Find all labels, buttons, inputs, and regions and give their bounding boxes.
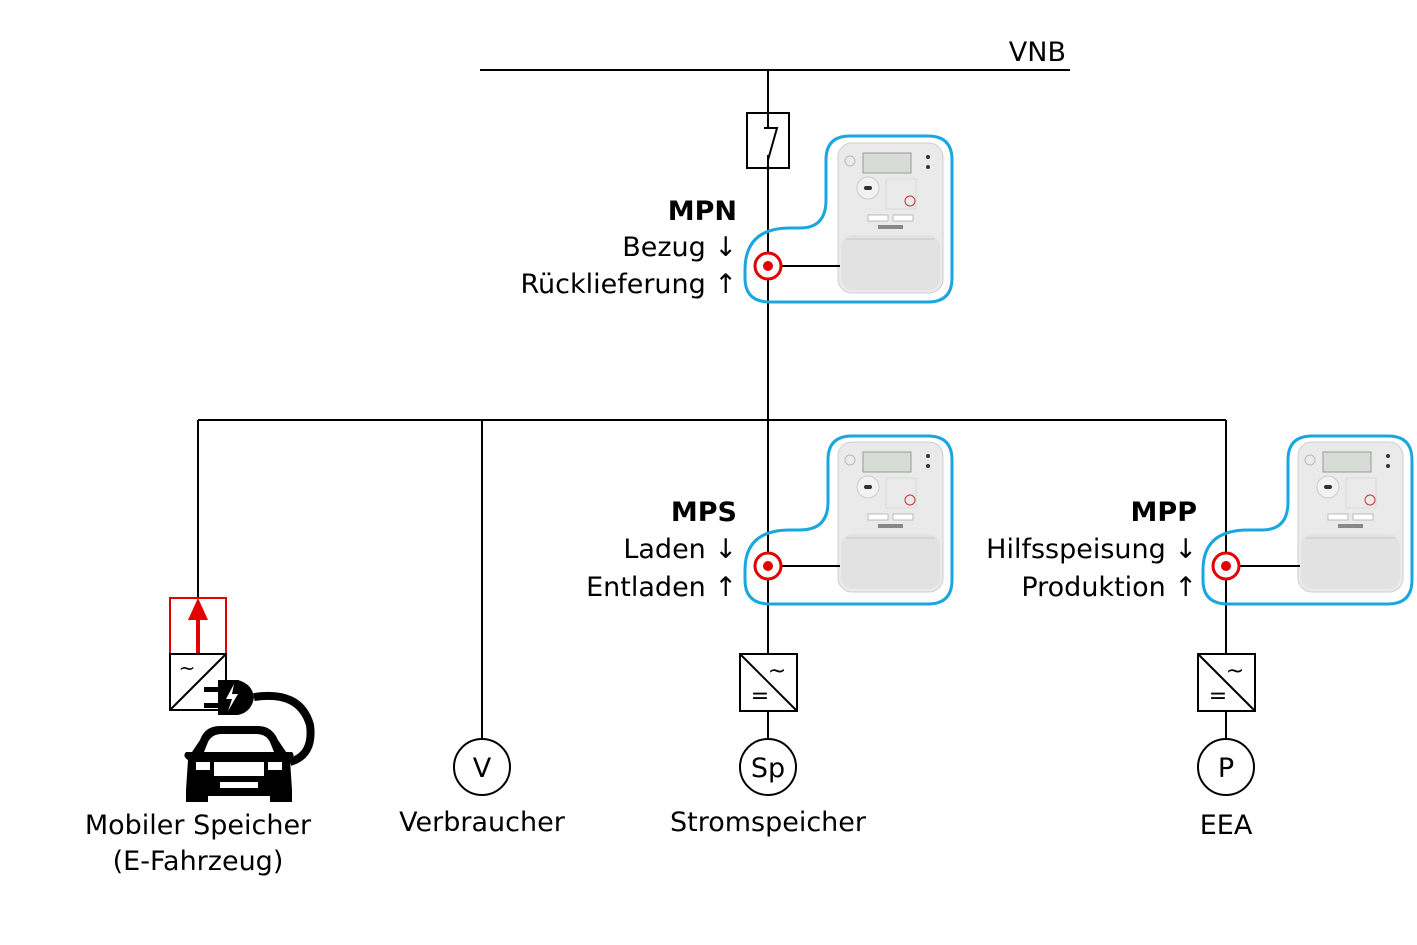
inverter-generator-icon: ~ =	[1197, 653, 1256, 712]
meter-mpp-line1: Hilfsspeisung ↓	[986, 534, 1197, 565]
storage-symbol-icon	[739, 738, 797, 796]
meter-highlight-mps	[743, 434, 954, 606]
vehicle-label-line2: (E-Fahrzeug)	[113, 846, 284, 877]
svg-text:=: =	[751, 684, 769, 709]
electric-car-icon	[184, 726, 294, 802]
meter-mpp-title: MPP	[1131, 497, 1197, 528]
consumer-symbol-icon	[453, 738, 511, 796]
meter-highlight-mpn	[743, 134, 954, 304]
storage-symbol: Sp	[751, 753, 785, 784]
meter-mps-line2: Entladen ↑	[586, 572, 737, 603]
generator-symbol-icon	[1197, 738, 1255, 796]
ev-plug-icon	[204, 680, 315, 766]
smart-meter-mpp-icon	[1297, 441, 1404, 593]
smart-meter-mps-icon	[837, 441, 944, 593]
grid-label: VNB	[1009, 37, 1066, 68]
vehicle-label-line1: Mobiler Speicher	[85, 810, 312, 841]
storage-label: Stromspeicher	[670, 807, 867, 838]
consumer-label: Verbraucher	[399, 807, 566, 838]
svg-text:~: ~	[1226, 659, 1244, 684]
meter-mpp-line2: Produktion ↑	[1021, 572, 1197, 603]
meter-mpn-line2: Rücklieferung ↑	[520, 269, 737, 300]
meter-highlight-mpp	[1201, 434, 1414, 606]
generator-symbol: P	[1218, 753, 1234, 784]
svg-text:=: =	[1209, 684, 1227, 709]
meter-mps-line1: Laden ↓	[623, 534, 737, 565]
consumer-symbol: V	[473, 753, 492, 784]
meter-mpn-line1: Bezug ↓	[622, 232, 737, 263]
meter-mpn-title: MPN	[668, 196, 737, 227]
svg-text:~: ~	[768, 659, 786, 684]
disconnect-switch-icon	[746, 112, 790, 169]
smart-meter-mpn-icon	[837, 142, 944, 294]
meter-mps-title: MPS	[671, 497, 737, 528]
bidirectional-charger-icon: ~	[169, 597, 227, 711]
svg-text:~: ~	[179, 656, 196, 680]
generator-label: EEA	[1200, 810, 1253, 841]
inverter-storage-icon: ~ =	[739, 653, 798, 712]
